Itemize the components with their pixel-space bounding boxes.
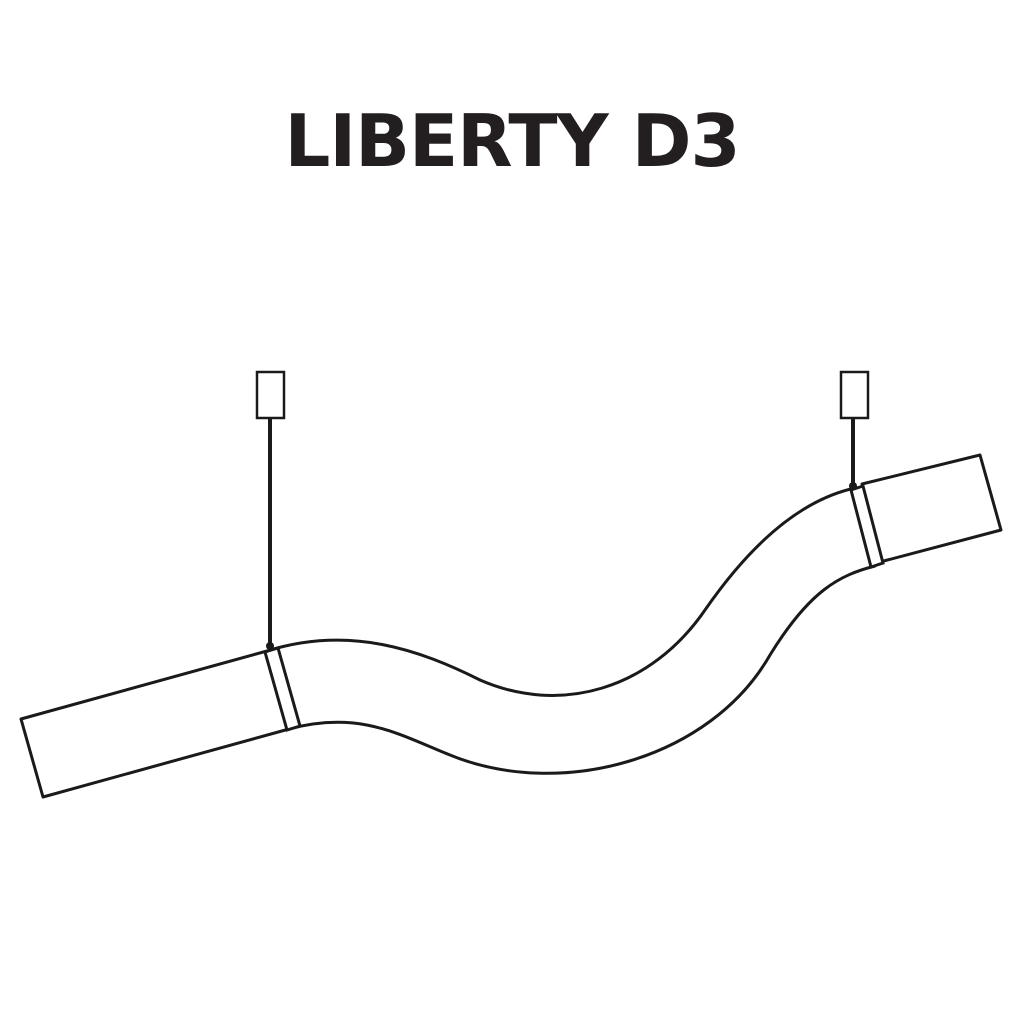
product-title: LIBERTY D3	[284, 99, 740, 183]
right-ceiling-canopy	[839, 370, 870, 420]
left-joint-connector	[263, 646, 302, 732]
curved-body-upper-edge	[265, 486, 857, 697]
right-joint-connector	[849, 484, 885, 569]
left-ceiling-canopy	[255, 370, 286, 420]
left-straight-segment	[19, 649, 291, 799]
right-straight-segment	[860, 453, 1003, 564]
curved-body-lower-edge	[287, 564, 877, 775]
